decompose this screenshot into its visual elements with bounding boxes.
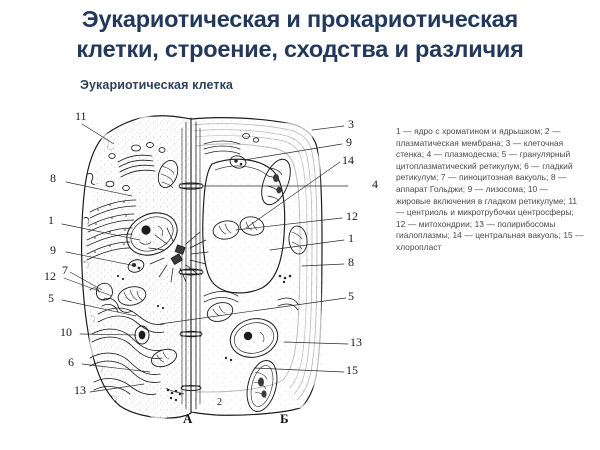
panel-label-b: Б <box>280 411 289 426</box>
callout-right-9: 9 <box>346 135 352 149</box>
callout-right-4: 4 <box>372 177 378 191</box>
callout-left-6: 6 <box>68 355 74 369</box>
callout-left-13: 13 <box>74 383 86 397</box>
callout-left-10: 10 <box>60 325 72 339</box>
callout-right-3: 3 <box>348 117 354 131</box>
callout-left-9: 9 <box>50 243 56 257</box>
callout-left-5: 5 <box>48 291 54 305</box>
figure-subtitle: Эукариотическая клетка <box>80 78 233 92</box>
callout-right-13: 13 <box>350 335 362 349</box>
callout-right-12: 12 <box>346 209 358 223</box>
panel-label-a: А <box>183 411 193 426</box>
title-line-2: клетки, строение, сходства и различия <box>76 36 524 62</box>
figure-legend: 1 — ядро с хроматином и ядрышком; 2 — пл… <box>396 126 584 252</box>
callout-left-7: 7 <box>62 263 68 277</box>
cell-diagram: 11 8 1 9 7 12 5 10 6 13 3 9 14 4 12 1 8 … <box>40 100 385 430</box>
callout-left-11: 11 <box>75 109 87 123</box>
callout-right-1: 1 <box>348 231 354 245</box>
page-title: Эукариотическая и прокариотическая клетк… <box>0 4 600 64</box>
callout-right-5: 5 <box>348 289 354 303</box>
cell-diagram-drawing <box>61 115 349 420</box>
callout-right-15: 15 <box>346 363 358 377</box>
callout-left-8: 8 <box>50 171 56 185</box>
callout-right-8: 8 <box>348 255 354 269</box>
callout-right-14: 14 <box>342 153 354 167</box>
plasmodesma-marker: 2 <box>217 397 222 408</box>
title-line-1: Эукариотическая и прокариотическая <box>81 6 519 32</box>
callout-left-12: 12 <box>44 269 56 283</box>
callout-left-1: 1 <box>48 213 54 227</box>
